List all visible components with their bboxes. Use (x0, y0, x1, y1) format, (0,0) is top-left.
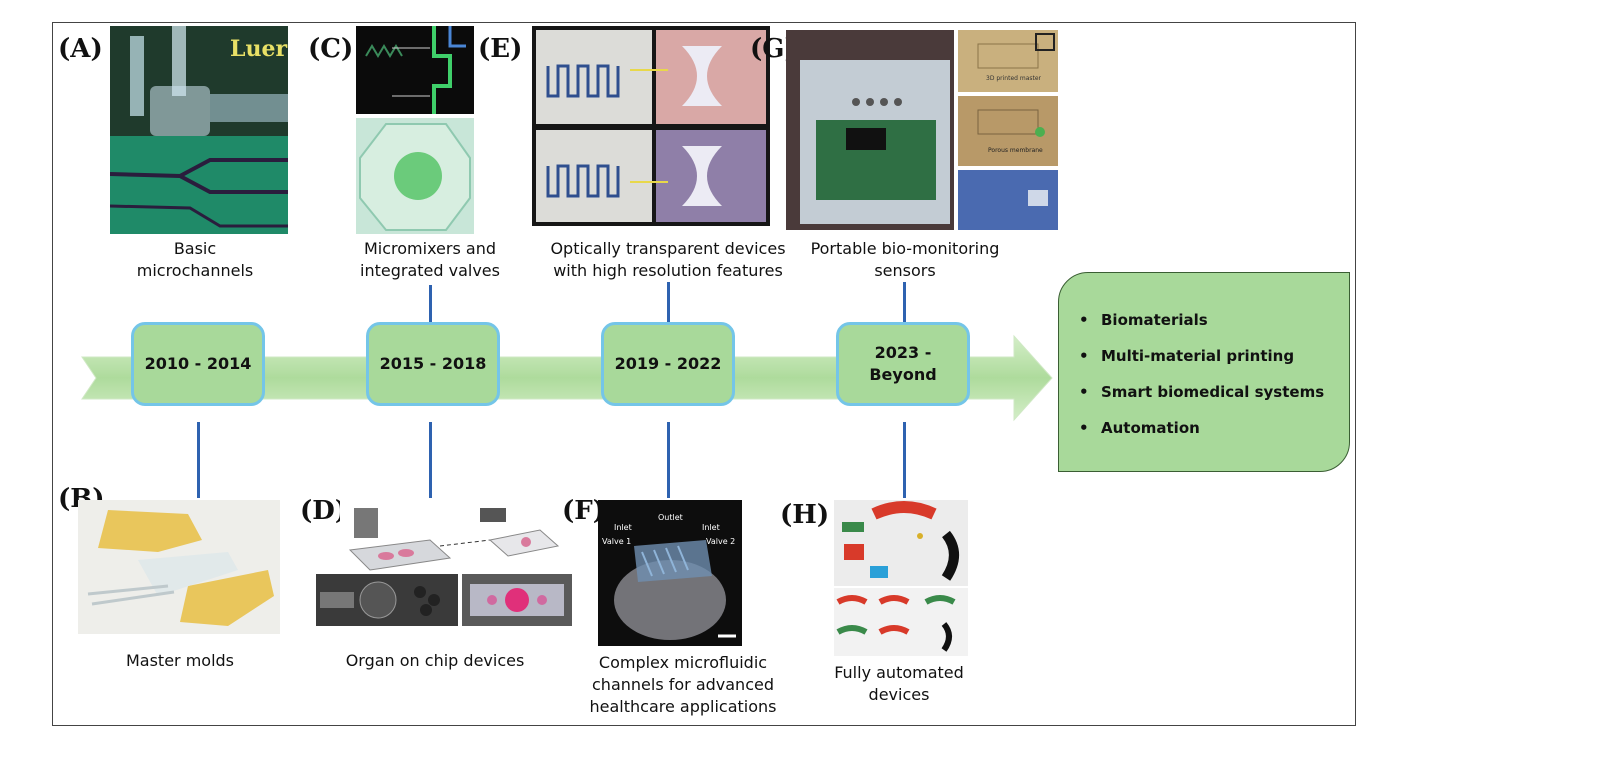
panel-letter-a: (A) (58, 34, 103, 64)
complex-microfluidic-image: Inlet Outlet Inlet Valve 1 Valve 2 (598, 500, 742, 646)
organ-chip-wells (316, 574, 458, 626)
period-label: 2015 - 2018 (379, 354, 487, 373)
caption-h: Fully automated devices (834, 663, 964, 704)
panel-letter-h: (H) (780, 500, 830, 530)
transparent-device-image (532, 26, 770, 226)
caption-f: Complex microfluidic channels for advanc… (589, 653, 777, 716)
future-item: •Biomaterials (1079, 311, 1208, 329)
connector-d (429, 422, 432, 498)
period-label-line2: Beyond (869, 365, 937, 384)
master-molds-image (78, 500, 280, 634)
caption-b: Master molds (125, 651, 235, 670)
period-label: 2010 - 2014 (144, 354, 252, 373)
caption-d: Organ on chip devices (345, 651, 525, 670)
organ-chip-device (462, 574, 572, 626)
caption-c: Micromixers and integrated valves (360, 239, 500, 280)
luer-label: Luer (230, 36, 287, 62)
future-directions-box: •Biomaterials •Multi-material printing •… (1058, 272, 1350, 472)
future-list: •Biomaterials •Multi-material printing •… (1079, 311, 1324, 455)
svg-text:Inlet: Inlet (702, 523, 720, 532)
panel-letter-f: (F) (562, 496, 606, 526)
svg-text:Porous membrane: Porous membrane (988, 147, 1043, 154)
connector-g (903, 282, 906, 323)
photo-optically-transparent (532, 26, 770, 226)
period-2023-beyond: 2023 - Beyond (836, 322, 970, 406)
caption-e: Optically transparent devices with high … (550, 239, 786, 280)
photo-master-molds (78, 500, 280, 634)
bullet-icon: • (1079, 311, 1089, 329)
period-2010-2014: 2010 - 2014 (131, 322, 265, 406)
period-label-line1: 2023 - (874, 343, 932, 362)
photo-3d-printed-master: 3D printed master (958, 30, 1058, 92)
svg-text:Valve 1: Valve 1 (602, 537, 631, 546)
automated-device-disc (834, 500, 968, 586)
valve-image (356, 118, 474, 234)
svg-text:Outlet: Outlet (658, 513, 683, 522)
photo-organ-on-chip-right (462, 574, 572, 626)
bullet-icon: • (1079, 347, 1089, 365)
period-2015-2018: 2015 - 2018 (366, 322, 500, 406)
svg-text:Inlet: Inlet (614, 523, 632, 532)
photo-porous-membrane: Porous membrane (958, 96, 1058, 166)
biomonitoring-device-image (786, 30, 954, 230)
future-item: •Automation (1079, 419, 1200, 437)
panel-letter-c: (C) (308, 34, 354, 64)
photo-portable-biomonitoring (786, 30, 954, 230)
automated-sequence-image (834, 588, 968, 656)
photo-fully-automated (834, 500, 968, 586)
period-2019-2022: 2019 - 2022 (601, 322, 735, 406)
photo-organ-on-chip-left (316, 574, 458, 626)
caption-g: Portable bio-monitoring sensors (810, 239, 1000, 280)
svg-text:Valve 2: Valve 2 (706, 537, 735, 546)
photo-micromixers (356, 26, 474, 114)
connector-c (429, 285, 432, 323)
printed-master-image: 3D printed master (958, 30, 1058, 92)
connector-h (903, 422, 906, 498)
photo-complex-microfluidic: Inlet Outlet Inlet Valve 1 Valve 2 (598, 500, 742, 646)
bullet-icon: • (1079, 383, 1089, 401)
panel-letter-e: (E) (478, 34, 523, 64)
micromixer-image (356, 26, 474, 114)
photo-basic-microchannels: Luer (110, 26, 288, 234)
porous-membrane-image: Porous membrane (958, 96, 1058, 166)
bullet-icon: • (1079, 419, 1089, 437)
future-item: •Multi-material printing (1079, 347, 1295, 365)
svg-text:3D printed master: 3D printed master (986, 75, 1042, 82)
photo-sensor-chip (958, 170, 1058, 230)
sensor-chip-image (958, 170, 1058, 230)
caption-a: Basic microchannels (136, 239, 254, 280)
connector-e (667, 282, 670, 323)
photo-organ-on-chip-top (340, 500, 570, 572)
connector-f (667, 422, 670, 498)
future-item: •Smart biomedical systems (1079, 383, 1325, 401)
photo-integrated-valve (356, 118, 474, 234)
connector-a (197, 422, 200, 498)
period-label: 2019 - 2022 (614, 354, 722, 373)
photo-fully-automated-sequence (834, 588, 968, 656)
timeline-arrow-shape (81, 334, 1053, 422)
organ-on-chip-diagram (340, 500, 570, 572)
microchannel-image: Luer (110, 26, 288, 234)
panel-letter-d: (D) (300, 496, 348, 526)
